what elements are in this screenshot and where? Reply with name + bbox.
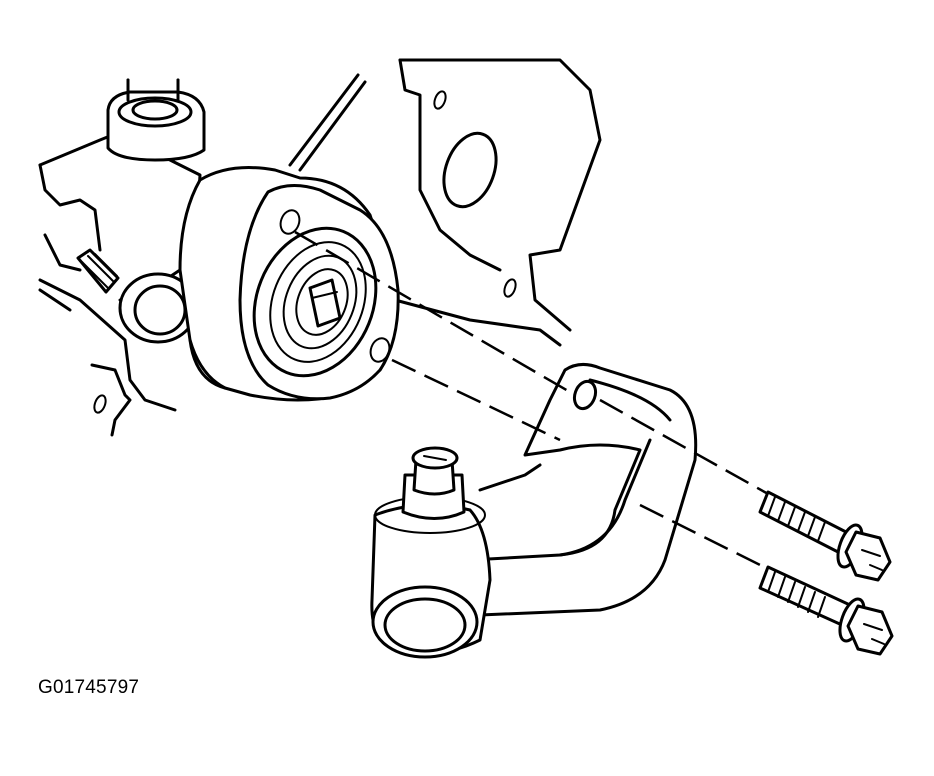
pump-housing xyxy=(178,166,400,402)
bolt-upper xyxy=(758,490,892,582)
alignment-lines xyxy=(294,230,771,572)
mounting-plate xyxy=(288,58,602,347)
coolant-tube xyxy=(106,78,206,162)
figure-code-label: G01745797 xyxy=(38,677,140,698)
outlet-pipe xyxy=(370,363,698,659)
temperature-sensor xyxy=(401,446,466,520)
casting-bolt xyxy=(76,248,120,294)
bolt-lower xyxy=(758,565,894,656)
